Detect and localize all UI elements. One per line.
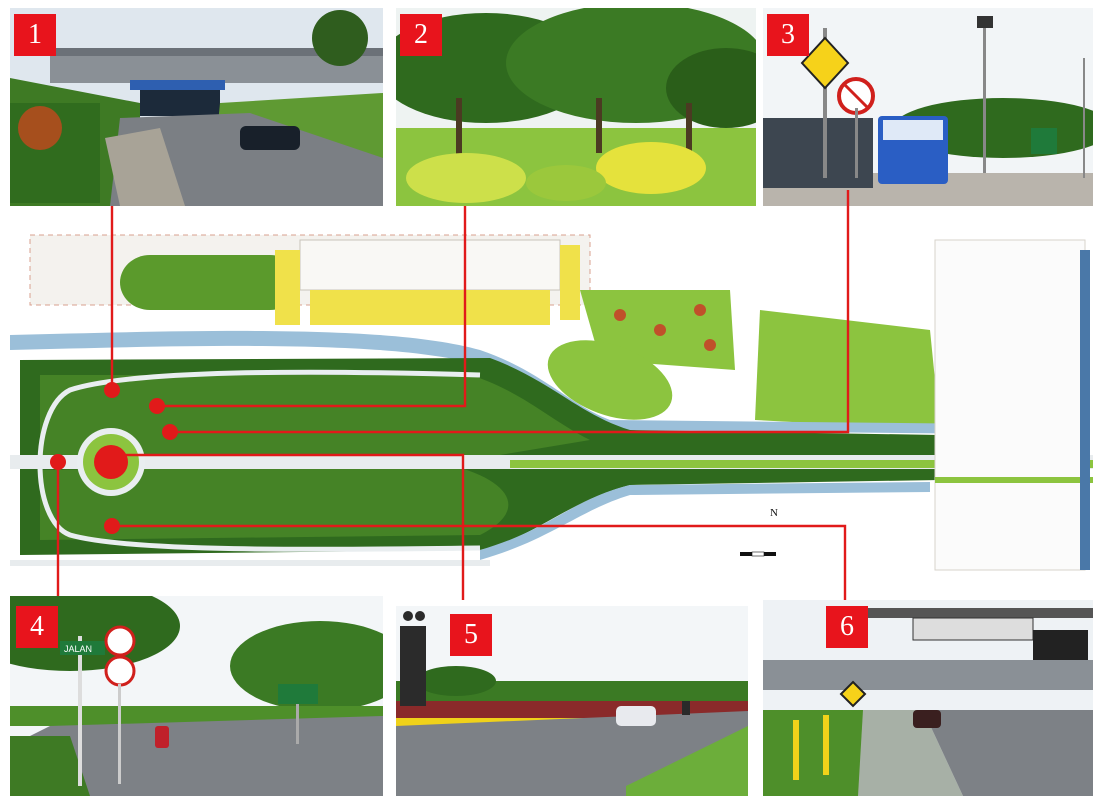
- north-label: N: [770, 507, 778, 519]
- callout-badge-1: 1: [14, 14, 56, 56]
- photo-3-bus-stop: [763, 8, 1093, 206]
- callout-badge-3: 3: [767, 14, 809, 56]
- photo-5-roundabout-monument: [396, 606, 748, 796]
- callout-badge-6: 6: [826, 606, 868, 648]
- photo-6-gantry-road: [763, 600, 1093, 796]
- street-sign-label: JALAN: [64, 644, 92, 654]
- callout-badge-2: 2: [400, 14, 442, 56]
- callout-badge-5: 5: [450, 614, 492, 656]
- callout-badge-4: 4: [16, 606, 58, 648]
- photo-2-trees: [396, 8, 756, 206]
- photo-4-roadside-signs: JALAN: [10, 596, 383, 796]
- site-plan: N: [10, 230, 1093, 585]
- scale-bar: [740, 551, 776, 557]
- photo-1-underpass: [10, 8, 383, 206]
